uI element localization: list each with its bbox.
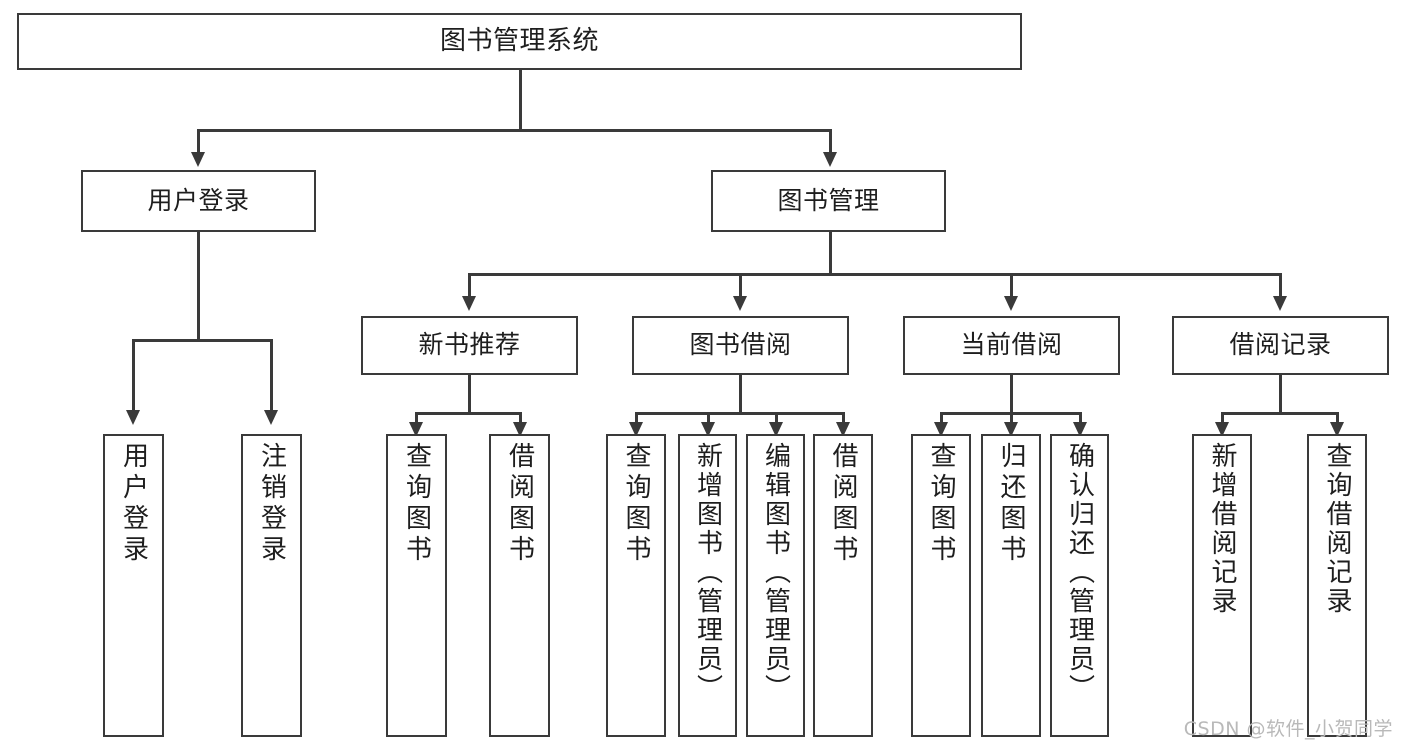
connector-bb-drop-1: [635, 412, 638, 424]
connector-br-drop-2: [1336, 412, 1339, 424]
connector-cb-drop-2: [1010, 412, 1013, 424]
connector-root-stem: [519, 70, 522, 130]
node-label: 新书推荐: [418, 330, 521, 360]
connector-user-login-stem: [197, 232, 200, 340]
node-label: 注销登录: [256, 442, 287, 566]
leaf-cb-return-book[interactable]: 归还图书: [981, 434, 1041, 737]
connector-to-book-manage: [829, 129, 832, 155]
arrowhead-nbr-borrow-book: [513, 422, 527, 437]
connector-br-bus: [1222, 412, 1338, 415]
connector-nbr-drop-1: [415, 412, 418, 424]
leaf-bb-borrow-book[interactable]: 借阅图书: [813, 434, 873, 737]
node-book-borrow[interactable]: 图书借阅: [632, 316, 849, 375]
connector-book-manage-stem: [829, 232, 832, 274]
arrowhead-book-borrow: [733, 296, 747, 311]
node-label: 用户登录: [118, 442, 149, 566]
connector-br-drop-1: [1221, 412, 1224, 424]
node-label: 借阅图书: [828, 442, 858, 566]
node-borrow-record[interactable]: 借阅记录: [1172, 316, 1389, 375]
node-label: 查询图书: [621, 442, 651, 566]
node-label: 查询图书: [926, 442, 956, 566]
leaf-user-login[interactable]: 用户登录: [103, 434, 164, 737]
node-label: 借阅图书: [504, 442, 535, 566]
arrowhead-new-book-recommend: [462, 296, 476, 311]
node-label: 查询图书: [401, 442, 432, 566]
watermark-text: CSDN @软件_小贺同学: [1183, 718, 1393, 740]
node-label: 当前借阅: [960, 330, 1063, 360]
connector-bm-drop-3: [1010, 273, 1013, 299]
arrowhead-bb-borrow-book: [836, 422, 850, 437]
connector-nbr-bus: [416, 412, 521, 415]
node-new-book-recommend[interactable]: 新书推荐: [361, 316, 578, 375]
arrowhead-user-login: [191, 152, 205, 167]
node-root-system[interactable]: 图书管理系统: [17, 13, 1022, 70]
leaf-nbr-borrow-book[interactable]: 借阅图书: [489, 434, 550, 737]
connector-bm-drop-2: [739, 273, 742, 299]
leaf-bb-edit-book[interactable]: 编辑图书（管理员）: [746, 434, 805, 737]
connector-cb-drop-3: [1079, 412, 1082, 424]
arrowhead-bb-query-book: [629, 422, 643, 437]
arrowhead-current-borrow: [1004, 296, 1018, 311]
arrowhead-bb-edit-book: [769, 422, 783, 437]
node-label: 新增图书（管理员）: [692, 442, 723, 703]
node-label: 确认归还（管理员）: [1064, 442, 1095, 703]
leaf-bb-query-book[interactable]: 查询图书: [606, 434, 666, 737]
arrowhead-br-query-record: [1330, 422, 1344, 437]
connector-nbr-stem: [468, 375, 471, 413]
arrowhead-cb-return-book: [1004, 422, 1018, 437]
leaf-logout[interactable]: 注销登录: [241, 434, 302, 737]
leaf-cb-query-book[interactable]: 查询图书: [911, 434, 971, 737]
leaf-br-add-record[interactable]: 新增借阅记录: [1192, 434, 1252, 737]
connector-cb-stem: [1010, 375, 1013, 413]
node-label: 新增借阅记录: [1207, 442, 1237, 616]
connector-bb-drop-4: [842, 412, 845, 424]
node-book-management[interactable]: 图书管理: [711, 170, 946, 232]
connector-nbr-drop-2: [519, 412, 522, 424]
connector-book-manage-bus: [469, 273, 1281, 276]
arrowhead-cb-confirm-return: [1073, 422, 1087, 437]
connector-bb-stem: [739, 375, 742, 413]
connector-bm-drop-1: [468, 273, 471, 299]
arrowhead-br-add-record: [1215, 422, 1229, 437]
leaf-bb-add-book[interactable]: 新增图书（管理员）: [678, 434, 737, 737]
arrowhead-cb-query-book: [934, 422, 948, 437]
connector-user-login-drop-2: [270, 339, 273, 412]
connector-user-login-bus: [133, 339, 272, 342]
connector-user-login-drop-1: [132, 339, 135, 412]
arrowhead-book-manage: [823, 152, 837, 167]
arrowhead-borrow-record: [1273, 296, 1287, 311]
node-label: 图书管理系统: [439, 25, 599, 56]
connector-br-stem: [1279, 375, 1282, 413]
arrowhead-leaf-user-login: [126, 410, 140, 425]
arrowhead-bb-add-book: [701, 422, 715, 437]
arrowhead-leaf-logout: [264, 410, 278, 425]
connector-bb-drop-2: [707, 412, 710, 424]
node-user-login[interactable]: 用户登录: [81, 170, 316, 232]
leaf-br-query-record[interactable]: 查询借阅记录: [1307, 434, 1367, 737]
node-label: 用户登录: [147, 185, 250, 215]
leaf-nbr-query-book[interactable]: 查询图书: [386, 434, 447, 737]
connector-to-user-login: [197, 129, 200, 155]
connector-cb-drop-1: [940, 412, 943, 424]
node-label: 图书借阅: [689, 330, 792, 360]
arrowhead-nbr-query-book: [409, 422, 423, 437]
node-label: 归还图书: [996, 442, 1026, 566]
node-label: 图书管理: [777, 185, 880, 215]
node-label: 编辑图书（管理员）: [760, 442, 791, 703]
connector-root-bus: [198, 129, 831, 132]
node-label: 借阅记录: [1229, 330, 1332, 360]
connector-bm-drop-4: [1279, 273, 1282, 299]
connector-bb-drop-3: [775, 412, 778, 424]
node-current-borrow[interactable]: 当前借阅: [903, 316, 1120, 375]
connector-bb-bus: [636, 412, 844, 415]
node-label: 查询借阅记录: [1322, 442, 1352, 616]
leaf-cb-confirm-return[interactable]: 确认归还（管理员）: [1050, 434, 1109, 737]
